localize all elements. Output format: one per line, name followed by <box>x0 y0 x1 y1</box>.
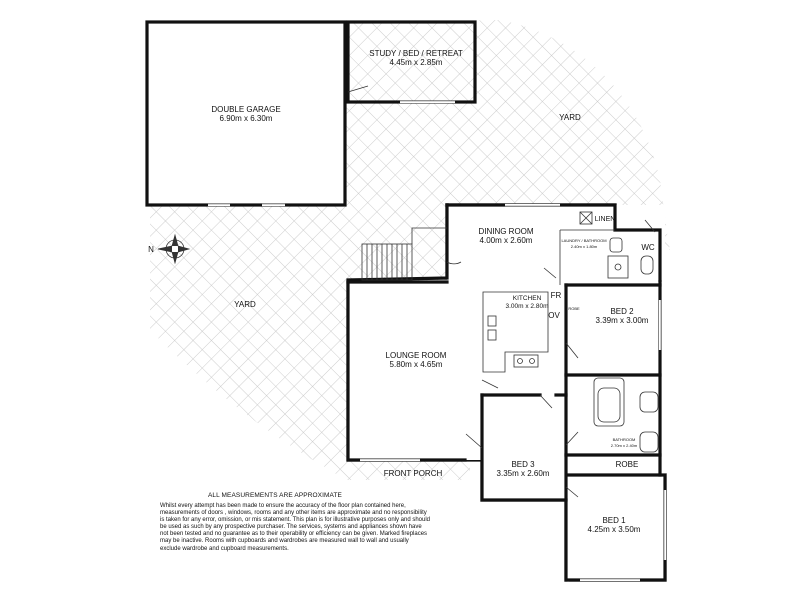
front-porch-label: FRONT PORCH <box>384 469 443 478</box>
study-room: STUDY / BED / RETREAT 4.45m x 2.85m <box>346 20 477 104</box>
kitchen-dims: 3.00m x 2.80m <box>506 303 549 310</box>
bathroom-dims: 2.70m x 2.40m <box>611 443 638 448</box>
dining-dims: 4.00m x 2.60m <box>480 236 533 245</box>
bed3-dims: 3.35m x 2.60m <box>497 469 550 478</box>
bed2-dims: 3.39m x 3.00m <box>596 316 649 325</box>
bed1-dims: 4.25m x 3.50m <box>588 525 641 534</box>
bed1-label: BED 1 <box>602 516 626 525</box>
bathroom-label: BATHROOM <box>613 437 636 442</box>
garage-dims: 6.90m x 6.30m <box>220 114 273 123</box>
fridge-label: FR <box>551 291 562 300</box>
stairs <box>361 227 447 281</box>
disclaimer-text: Whilst every attempt has been made to en… <box>160 503 431 552</box>
robe-label: ROBE <box>616 460 639 469</box>
lounge-label: LOUNGE ROOM <box>386 351 447 360</box>
compass-n-label: N <box>148 245 154 254</box>
lounge-dims: 5.80m x 4.65m <box>390 360 443 369</box>
wc-room: WC <box>640 243 655 275</box>
yard-area <box>150 20 670 480</box>
kitchen-label: KITCHEN <box>513 295 542 302</box>
yard-left-label: YARD <box>234 300 256 309</box>
study-dims: 4.45m x 2.85m <box>390 58 443 67</box>
oven-label: OV <box>548 311 560 320</box>
laundry-bathroom: LAUNDRY / BATHROOM 2.40m x 1.80m <box>561 237 629 279</box>
linen-label: LINEN <box>595 216 616 223</box>
bed3-label: BED 3 <box>511 460 535 469</box>
bathroom: BATHROOM 2.70m x 2.40m <box>593 377 659 453</box>
disclaimer-title: ALL MEASUREMENTS ARE APPROXIMATE <box>208 492 342 499</box>
double-garage: DOUBLE GARAGE 6.90m x 6.30m <box>145 20 347 207</box>
linen-cupboard: LINEN <box>579 211 616 225</box>
laundry-dims: 2.40m x 1.80m <box>571 244 598 249</box>
yard-top-label: YARD <box>559 113 581 122</box>
bed2-label: BED 2 <box>610 307 634 316</box>
dining-label: DINING ROOM <box>478 227 533 236</box>
study-label: STUDY / BED / RETREAT <box>369 49 463 58</box>
robe-small-label: ROBE <box>568 306 580 311</box>
laundry-label: LAUNDRY / BATHROOM <box>561 238 606 243</box>
compass-icon: N <box>148 233 191 265</box>
kitchen: KITCHEN 3.00m x 2.80m FR OV ROBE <box>487 291 580 368</box>
wc-label: WC <box>641 243 655 252</box>
door-swings <box>446 219 656 498</box>
garage-label: DOUBLE GARAGE <box>211 105 280 114</box>
